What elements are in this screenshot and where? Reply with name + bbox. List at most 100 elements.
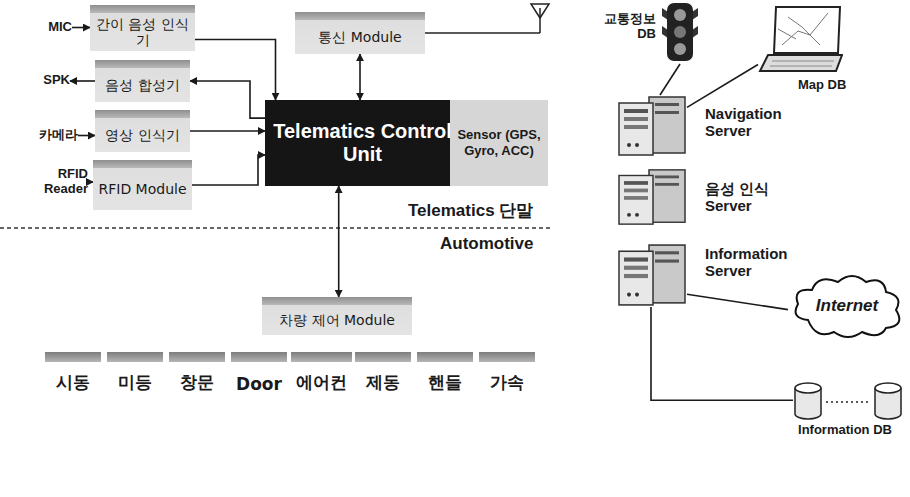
signal-arrow [359,54,361,100]
text-holder: Navigation Server [705,105,805,140]
internet-cloud: Internet [788,270,906,342]
node-text: 음성 인식 Server [705,180,805,215]
server-icon: Information Server [615,243,687,307]
node-text: 교통정보 DB [604,12,656,42]
text-holder: 가속 [490,371,524,394]
antenna-head [531,4,549,18]
region-label: Telematics 단말 [408,199,533,222]
node-text: 시동 [56,371,90,394]
text-holder: 영상 인식기 [105,127,179,143]
antenna-wire [425,32,540,34]
text-holder: Information DB [787,423,903,438]
vehicle-function: Door [231,352,287,398]
node-text: 카메라 [39,128,78,143]
link-line [651,307,793,400]
module-box: RFID Module [93,160,192,210]
node-text: Map DB [798,78,862,93]
antenna-mast [539,8,541,33]
node-text: 에어컨 [296,371,347,394]
text-holder: RFID Module [98,181,186,197]
boundary-dashed-line [0,227,552,229]
text-holder: 미등 [118,371,152,394]
node-text: SPK [43,73,70,88]
signal-arrow [70,80,95,82]
text-holder: 음성 합성기 [105,77,179,93]
signal-arrow [78,135,95,137]
signal-arrow [190,81,265,118]
signal-arrow [190,130,265,132]
vehicle-function: 핸들 [417,352,473,398]
signal-arrow [338,186,340,297]
text-holder: MIC [48,20,72,35]
text-holder: 교통정보 DB [604,12,656,42]
text-holder: 시동 [56,371,90,394]
map-db-icon: Map DB [758,5,843,75]
node-text: 통신 Module [318,29,401,45]
vehicle-function: 창문 [169,352,225,398]
control-unit-box: Telematics Control Unit [265,100,460,186]
link-line [687,294,788,309]
vehicle-function: 에어컨 [291,352,352,398]
text-holder: 음성 인식 Server [705,180,805,215]
signal-arrow [195,40,276,101]
text-holder: 핸들 [428,371,462,394]
input-label: 카메라 [26,126,78,145]
text-holder: RFID Reader [28,167,88,197]
vehicle-function: 시동 [45,352,101,398]
node-text: RFID Reader [28,167,88,197]
link-line [687,65,758,108]
node-text: 창문 [180,371,214,394]
node-text: Telematics Control Unit [265,120,460,166]
node-text: 차량 제어 Module [279,312,395,328]
server-icon: Navigation Server [615,95,687,157]
module-box: 통신 Module [295,12,425,54]
vehicle-function: 가속 [479,352,535,398]
signal-arrow [192,155,265,185]
vehicle-function: 미등 [107,352,163,398]
node-text: 미등 [118,371,152,394]
module-box: 간이 음성 인식기 [90,5,195,51]
text-holder: Map DB [798,78,862,93]
node-text: 핸들 [428,371,462,394]
signal-arrow [72,27,90,29]
text-holder: Information Server [705,245,805,280]
text-holder: 차량 제어 Module [279,312,395,328]
database-icon: Information DB [793,380,903,422]
input-label: MIC [30,18,72,37]
node-text: Navigation Server [705,105,805,140]
node-text: Door [236,374,282,394]
module-box: 음성 합성기 [95,60,190,102]
sensor-box: Sensor (GPS, Gyro, ACC) [450,100,548,186]
node-text: Information DB [787,423,903,438]
node-text: 제동 [366,371,400,394]
text-holder: SPK [43,73,70,88]
output-label: SPK [30,71,70,90]
module-box: 차량 제어 Module [262,297,412,335]
text-holder: Sensor (GPS, Gyro, ACC) [450,127,548,158]
node-text: 영상 인식기 [105,127,179,143]
region-label: Automotive [440,234,534,254]
text-holder: 카메라 [39,128,78,143]
node-text: RFID Module [98,181,186,197]
node-text: Internet [788,296,906,316]
text-holder: 창문 [180,371,214,394]
server-icon: 음성 인식 Server [615,168,687,226]
module-box: 영상 인식기 [95,110,190,152]
node-text: 간이 음성 인식기 [90,16,195,48]
text-holder: 통신 Module [318,29,401,45]
node-text: Sensor (GPS, Gyro, ACC) [450,127,548,158]
traffic-db-icon: 교통정보 DB [660,2,700,64]
link-line [660,64,680,95]
vehicle-function: 제동 [355,352,411,398]
node-text: 가속 [490,371,524,394]
text-holder: 제동 [366,371,400,394]
text-holder: 에어컨 [296,371,347,394]
text-holder: Door [236,374,282,394]
text-holder: 간이 음성 인식기 [90,16,195,48]
node-text: Information Server [705,245,805,280]
text-holder: Telematics Control Unit [265,120,460,166]
input-label: RFID Reader [28,164,88,200]
node-text: MIC [48,20,72,35]
text-holder: Internet [788,296,906,316]
